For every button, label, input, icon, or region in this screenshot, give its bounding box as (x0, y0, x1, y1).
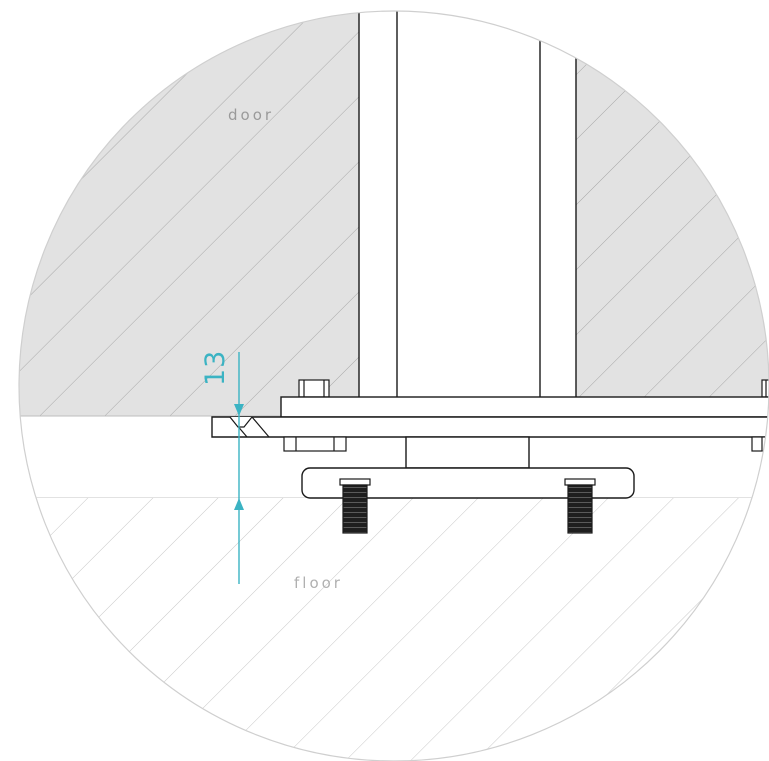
threaded-stud-right (761, 379, 769, 398)
seal-plate (211, 416, 769, 438)
floor-section (19, 498, 769, 761)
floor-label: floor (294, 574, 343, 592)
dimension-line (234, 352, 244, 584)
door-label: door (228, 106, 275, 124)
dimension-value: 13 (200, 349, 231, 386)
foot-plate (301, 467, 635, 499)
hex-nut-left (283, 436, 347, 452)
door-profile-channel (359, 11, 576, 397)
mounting-plate (280, 396, 769, 418)
threaded-stud-left (298, 379, 330, 398)
rubber-foot-left (339, 478, 371, 534)
hex-nut-right (751, 436, 769, 452)
rubber-foot-right (564, 478, 596, 534)
detail-circle-outline (18, 10, 769, 761)
dimension-label: 13 (198, 348, 238, 392)
spacer-block (405, 436, 530, 469)
